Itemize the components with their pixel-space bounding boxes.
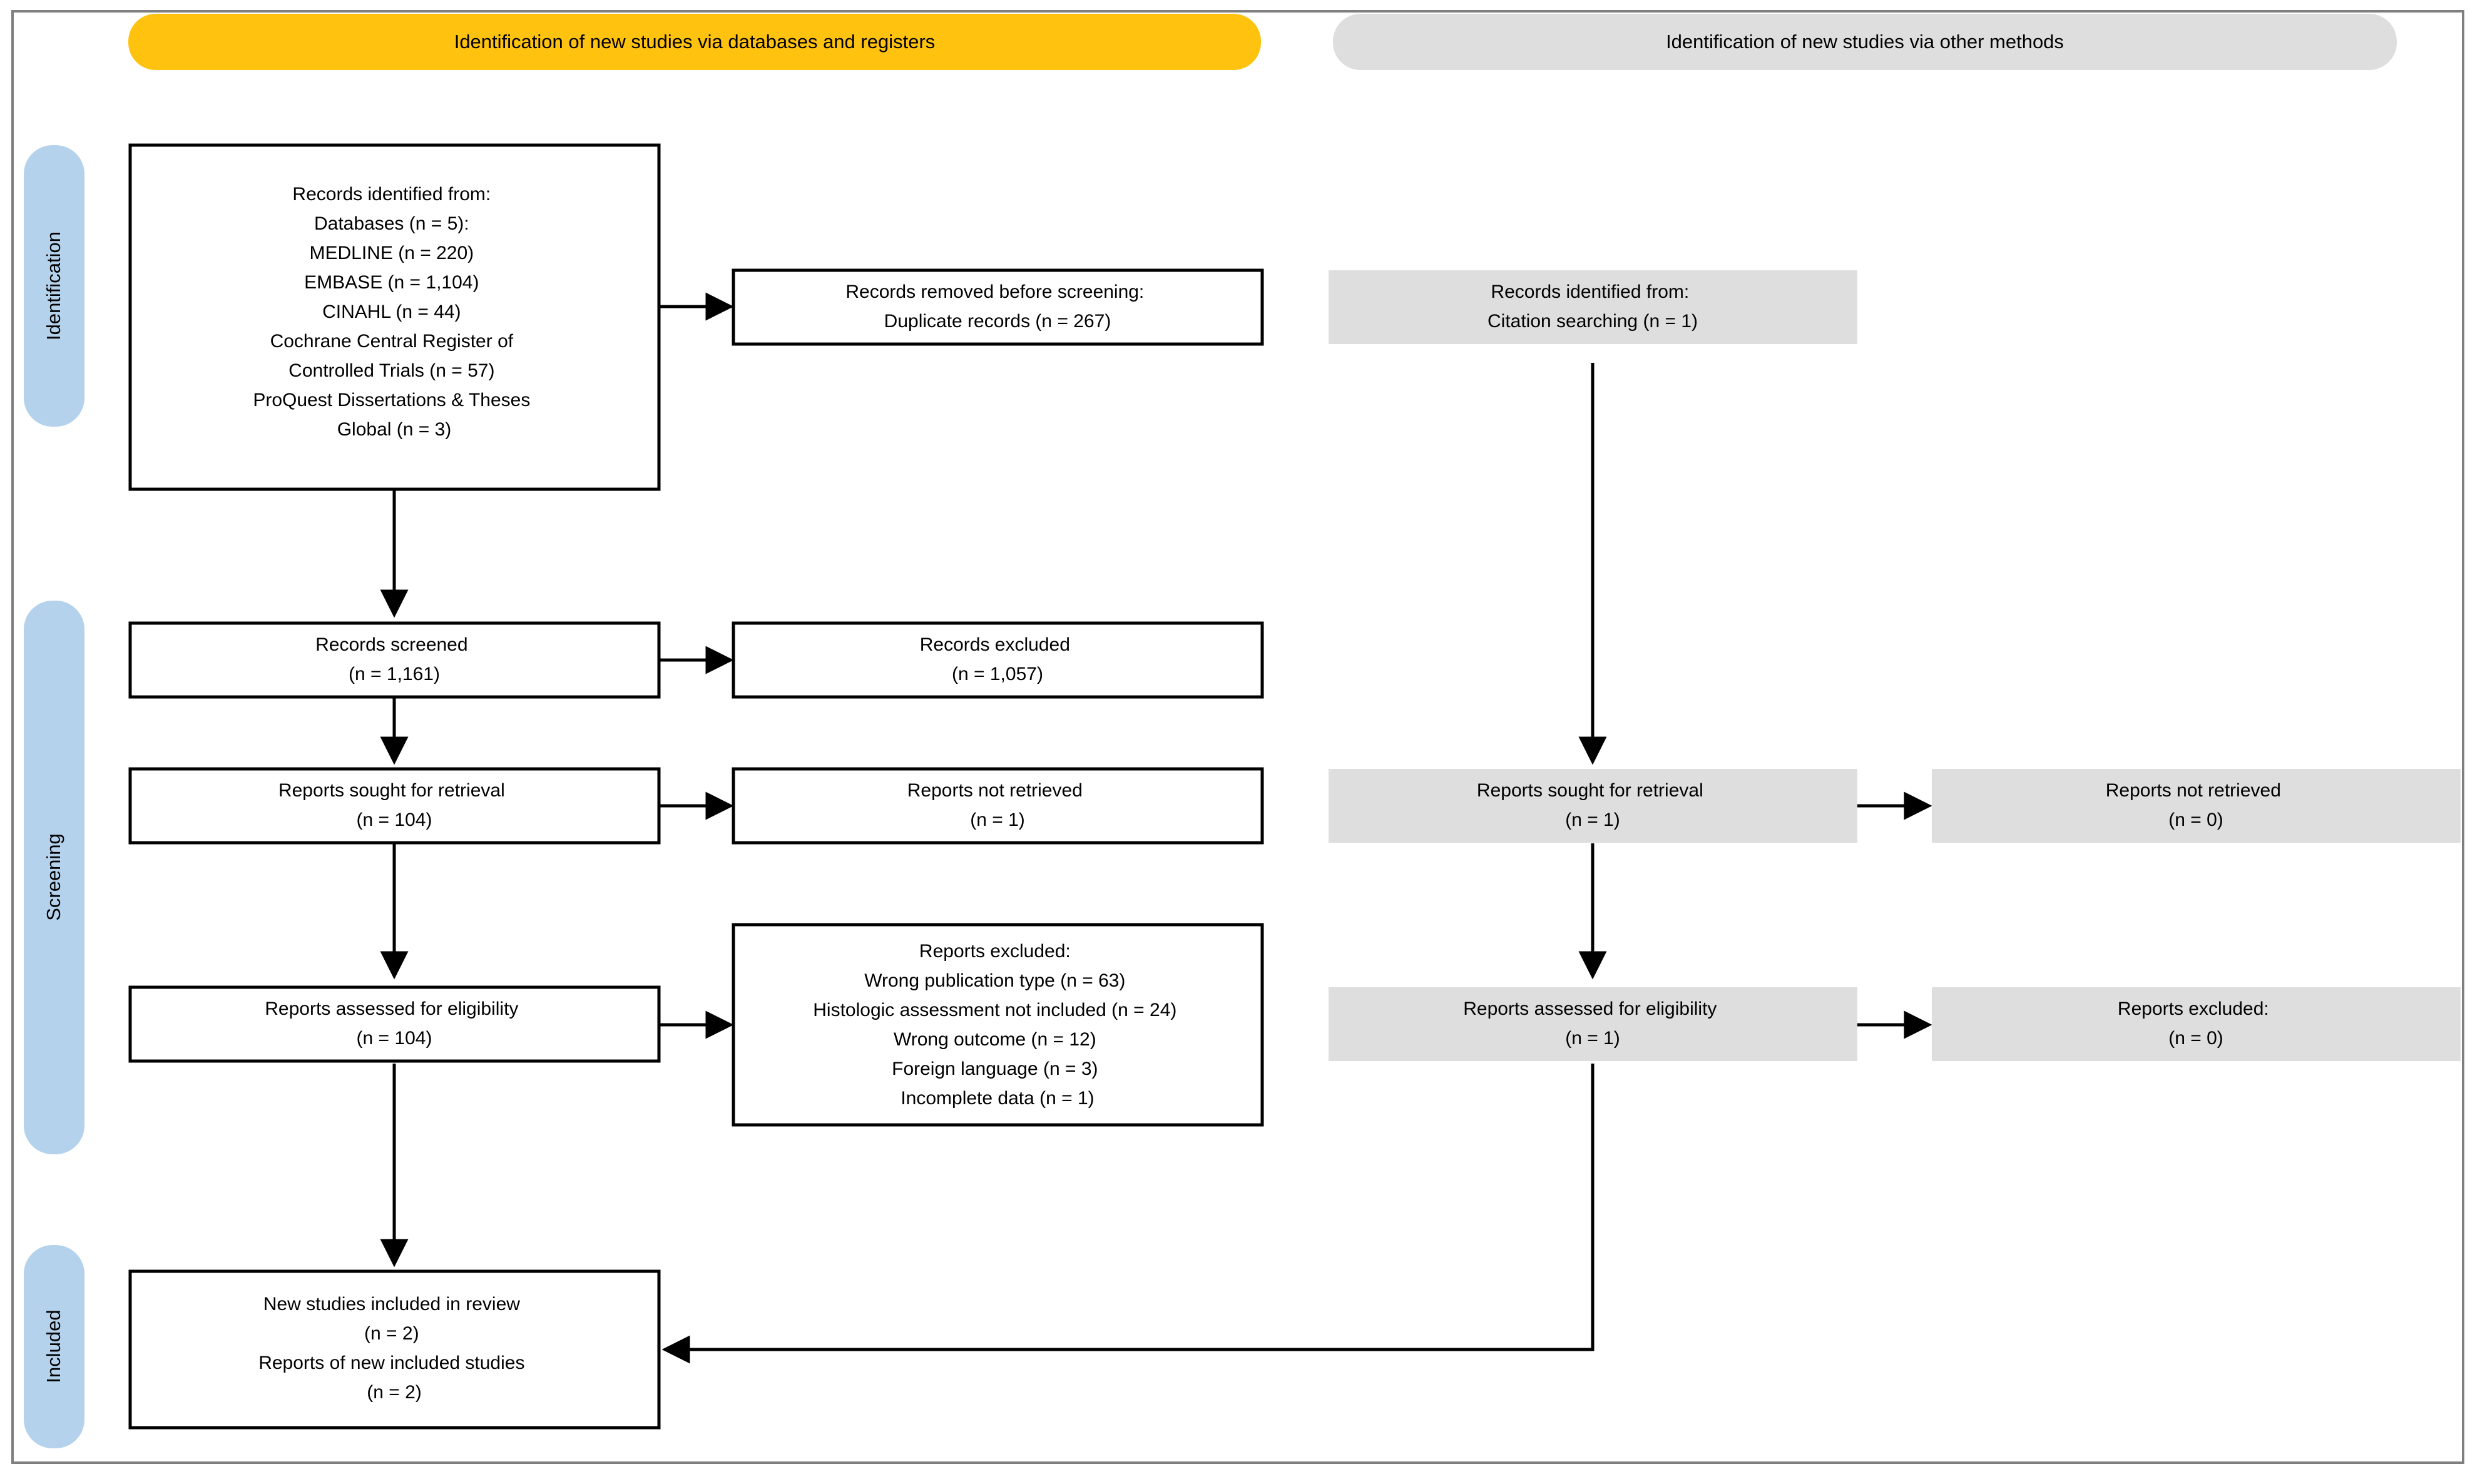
box-records-screened — [128, 621, 661, 699]
connector-other-assessed-to-included — [661, 1064, 1595, 1364]
stage-label-included-pill — [24, 1245, 84, 1448]
stage-label-screening-pill — [24, 601, 84, 1154]
header-other-methods-banner — [1333, 14, 2397, 70]
box-other-reports-excluded-text: Reports excluded: (n = 0) — [2118, 999, 2274, 1049]
box-new-studies-included-in-review — [128, 1269, 661, 1430]
box-other-reports-sought-text: Reports sought for retrieval (n = 1) — [1477, 780, 1708, 830]
box-other-reports-assessed-for-eligibility — [1329, 987, 1857, 1061]
box-reports-assessed-text: Reports assessed for eligibility (n = 10… — [265, 999, 524, 1049]
box-other-reports-excluded — [1932, 987, 2461, 1061]
box-records-removed-text: Records removed before screening: Duplic… — [845, 282, 1149, 332]
stage-label-included: Included — [43, 1309, 64, 1383]
stage-label-identification: Identification — [43, 231, 64, 340]
box-reports-sought-text: Reports sought for retrieval (n = 104) — [278, 780, 510, 830]
box-new-studies-included-text: New studies included in review (n = 2) R… — [258, 1294, 530, 1403]
box-reports-not-retrieved-text: Reports not retrieved (n = 1) — [907, 780, 1088, 830]
box-other-records-identified-text: Records identified from: Citation search… — [1488, 282, 1698, 332]
box-records-excluded-text: Records excluded (n = 1,057) — [920, 634, 1075, 684]
box-records-removed-before-screening — [732, 268, 1264, 346]
box-other-reports-sought-for-retrieval — [1329, 769, 1857, 843]
diagram-frame — [11, 10, 2464, 1464]
header-databases-banner — [128, 14, 1261, 70]
box-other-reports-not-retrieved-text: Reports not retrieved (n = 0) — [2106, 780, 2286, 830]
header-other-methods-label: Identification of new studies via other … — [1666, 31, 2064, 53]
box-reports-excluded-detail — [732, 923, 1264, 1127]
box-reports-not-retrieved — [732, 767, 1264, 845]
box-records-identified-from — [128, 143, 661, 491]
header-databases-label: Identification of new studies via databa… — [454, 31, 936, 53]
box-records-screened-text: Records screened (n = 1,161) — [315, 634, 473, 684]
box-reports-assessed-for-eligibility — [128, 985, 661, 1063]
box-records-excluded — [732, 621, 1264, 699]
stage-label-screening: Screening — [43, 833, 64, 921]
box-other-reports-not-retrieved — [1932, 769, 2461, 843]
box-reports-sought-for-retrieval — [128, 767, 661, 845]
stage-label-identification-pill — [24, 145, 84, 427]
box-reports-excluded-detail-text: Reports excluded: Wrong publication type… — [813, 941, 1181, 1109]
box-records-identified-from-text: Records identified from: Databases (n = … — [253, 184, 535, 440]
box-other-records-identified-from — [1329, 270, 1857, 344]
box-other-reports-assessed-text: Reports assessed for eligibility (n = 1) — [1463, 999, 1722, 1049]
